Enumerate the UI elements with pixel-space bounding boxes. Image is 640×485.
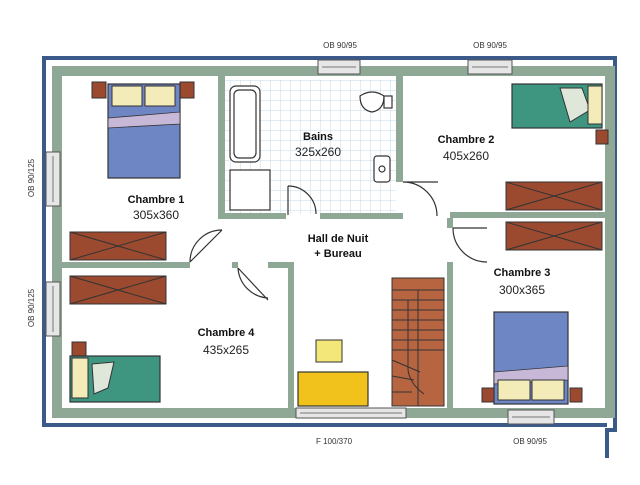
- dresser-chambre1: [69, 231, 167, 261]
- room-dims-chambre4: 435x265: [203, 343, 249, 357]
- desk-chair: [315, 339, 343, 363]
- window-label-bottom-right: OB 90/95: [513, 437, 547, 446]
- room-dims-chambre3: 300x365: [499, 283, 545, 297]
- window-label-left-top: OB 90/125: [27, 158, 36, 197]
- room-name-chambre3: Chambre 3: [494, 267, 551, 279]
- shower: [229, 169, 271, 211]
- bathroom-fixtures: [229, 85, 393, 211]
- room-name-chambre4: Chambre 4: [198, 327, 256, 339]
- dresser-chambre4: [69, 275, 167, 305]
- room-name-bains: Bains: [303, 131, 333, 143]
- window-label-bottom-left: F 100/370: [316, 437, 353, 446]
- chambre2-furniture: [505, 83, 609, 211]
- dresser-chambre3: [505, 221, 603, 251]
- desk: [297, 371, 369, 407]
- chambre4-furniture: [69, 275, 167, 403]
- toilet: [359, 91, 385, 113]
- staircase: [391, 277, 445, 407]
- room-name-chambre2: Chambre 2: [438, 134, 495, 146]
- window-label-top-right: OB 90/95: [473, 41, 507, 50]
- room-dims-bains: 325x260: [295, 145, 341, 159]
- window-label-left-bottom: OB 90/125: [27, 288, 36, 327]
- chambre3-furniture: [481, 221, 603, 405]
- room-dims-chambre1: 305x360: [133, 208, 179, 222]
- window-label-top-left: OB 90/95: [323, 41, 357, 50]
- room-name-hall-line2: + Bureau: [314, 248, 361, 260]
- room-dims-chambre2: 405x260: [443, 149, 489, 163]
- room-name-chambre1: Chambre 1: [128, 194, 185, 206]
- room-name-hall: Hall de Nuit: [308, 233, 369, 245]
- hall-furniture: [297, 339, 369, 407]
- door-swings: [189, 181, 488, 301]
- chambre1-furniture: [69, 81, 195, 261]
- dresser-chambre2: [505, 181, 603, 211]
